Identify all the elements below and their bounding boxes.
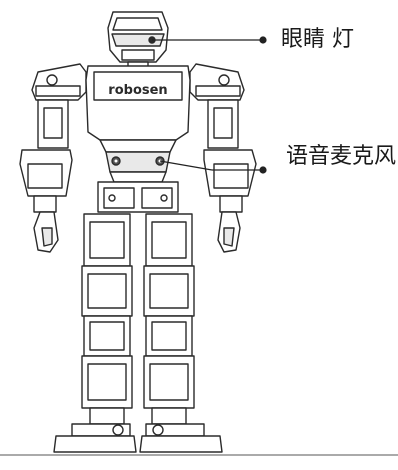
right-arm (203, 99, 257, 253)
left-foot-screw (112, 424, 124, 436)
robot-torso (85, 65, 191, 183)
microphone-label: 语音麦克风 (286, 144, 397, 169)
robot-head (107, 11, 169, 63)
left-arm (19, 99, 73, 253)
chest-logo: robosen (108, 83, 167, 98)
right-shoulder (189, 63, 245, 101)
right-foot (139, 435, 223, 453)
left-shoulder (31, 63, 87, 101)
eye-light-label: 眼睛 灯 (281, 27, 354, 52)
eye-light-leader (152, 36, 267, 44)
microphone-leader (159, 160, 267, 174)
robot-hip (97, 181, 179, 213)
left-leg (71, 213, 133, 437)
left-foot (53, 435, 137, 453)
right-leg (143, 213, 205, 437)
right-foot-screw (152, 424, 164, 436)
